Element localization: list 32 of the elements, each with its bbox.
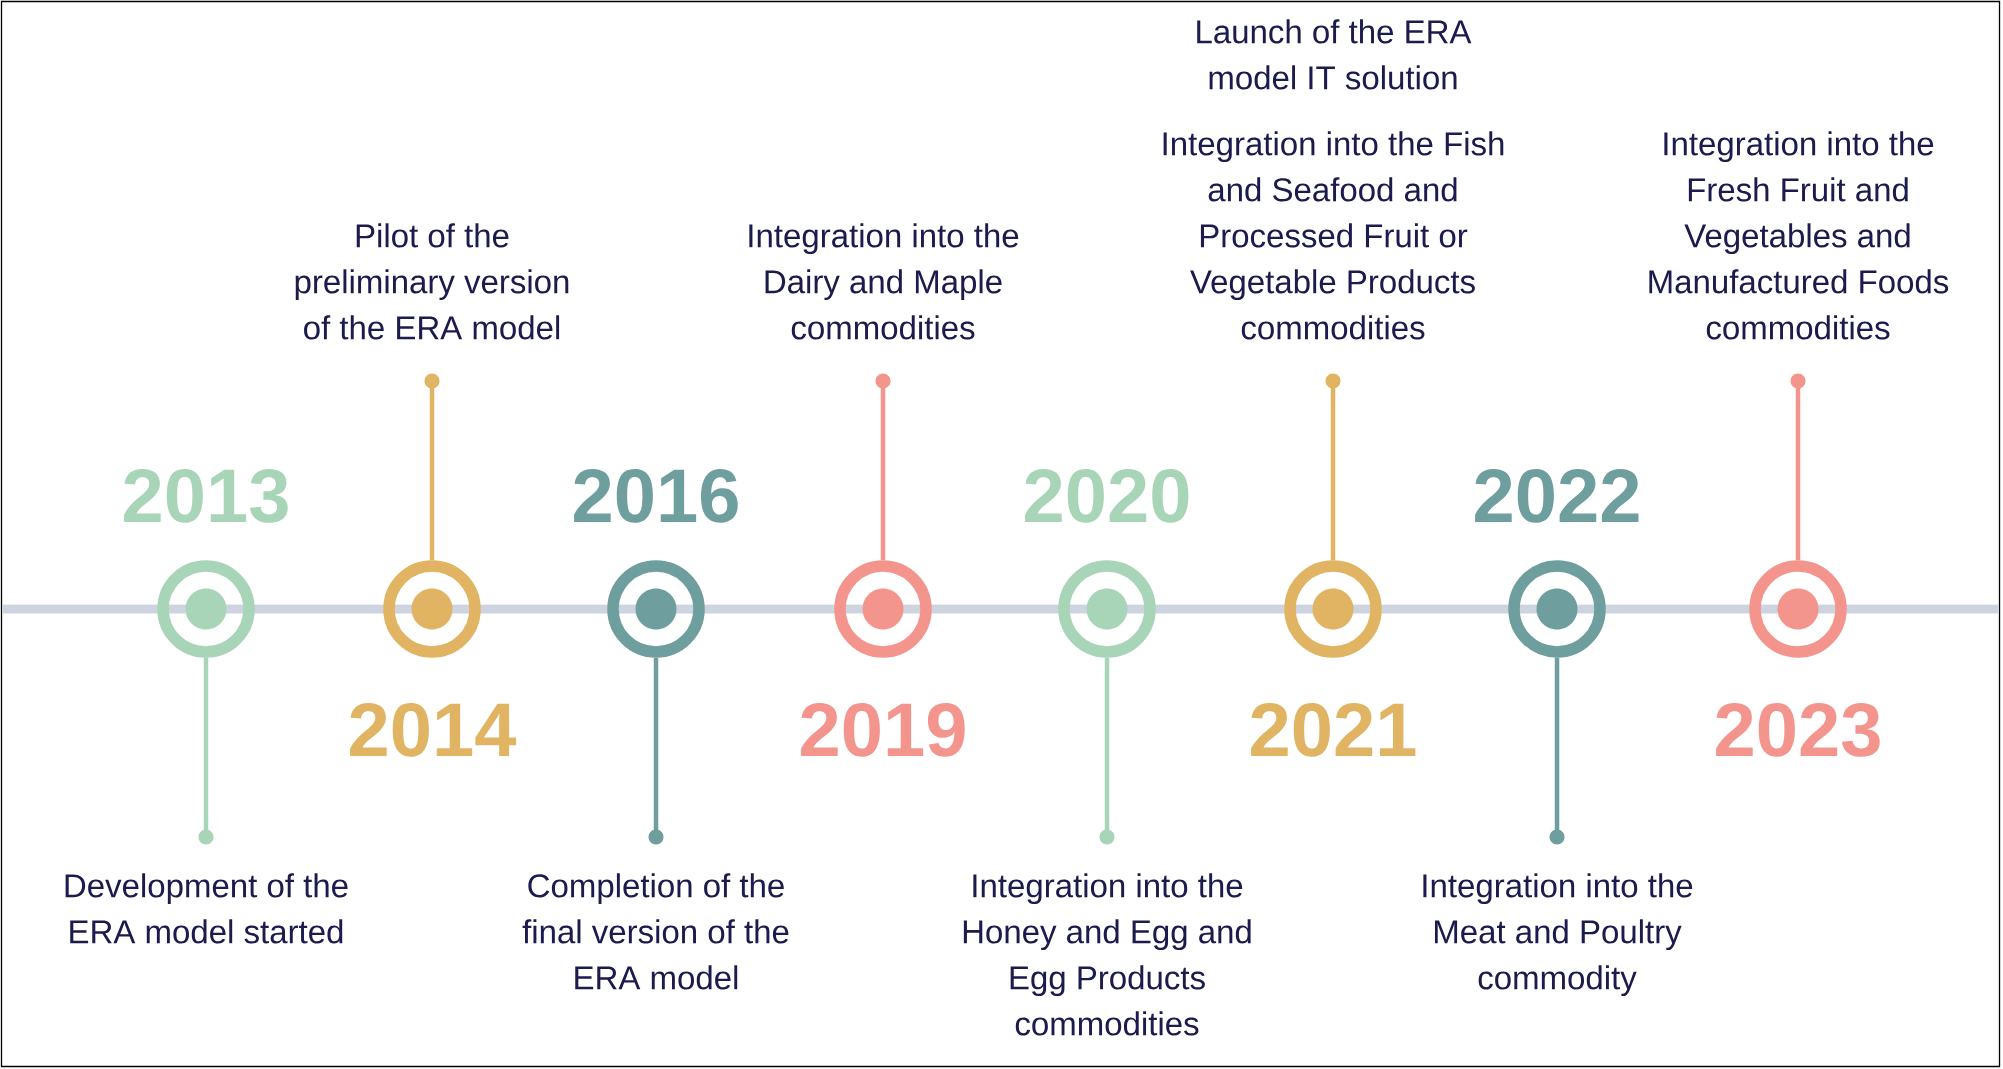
year-label: 2022 — [1475, 468, 1639, 523]
milestone-description: Integration into the Meat and Poultry commodity — [1423, 873, 1693, 997]
pin-line — [875, 373, 891, 561]
target-marker — [157, 560, 255, 658]
milestone-description: Development of the ERA model started — [65, 873, 348, 944]
milestone-description: Integration into the Dairy and Maple commodities — [749, 223, 1019, 340]
target-marker — [1749, 560, 1847, 658]
milestone-description: Completion of the final version of the ERA model — [522, 873, 789, 990]
target-marker — [383, 560, 481, 658]
target-marker — [834, 560, 932, 658]
year-label: 2014 — [350, 702, 517, 757]
pin-line — [1790, 373, 1806, 561]
year-label: 2023 — [1716, 702, 1880, 757]
year-label: 2021 — [1251, 702, 1416, 757]
pin-line — [648, 657, 664, 845]
target-marker — [1284, 560, 1382, 658]
target-marker — [607, 560, 705, 658]
target-marker — [1058, 560, 1156, 658]
milestone-description: Integration into the Honey and Egg and Egg Products commodities — [963, 873, 1251, 1036]
year-label: 2020 — [1025, 468, 1189, 523]
pin-line — [1099, 657, 1115, 845]
pin-line — [1325, 373, 1341, 561]
year-label: 2013 — [124, 468, 288, 523]
milestone-description: Pilot of the preliminary version of the ERA model — [295, 223, 569, 340]
milestone-description: Integration into the Fresh Fruit and Vegetables and Manufactured Foods commodities — [1649, 131, 1949, 340]
pin-line — [198, 657, 214, 845]
year-label: 2016 — [574, 468, 738, 523]
milestone-description: Launch of the ERA model IT solution Integration into the Fish and Seafood and Processed Fruit or Vegetable Products commodities — [1163, 19, 1504, 340]
year-label: 2019 — [801, 702, 965, 757]
target-marker — [1508, 560, 1606, 658]
pin-line — [424, 373, 440, 561]
pin-line — [1549, 657, 1565, 845]
